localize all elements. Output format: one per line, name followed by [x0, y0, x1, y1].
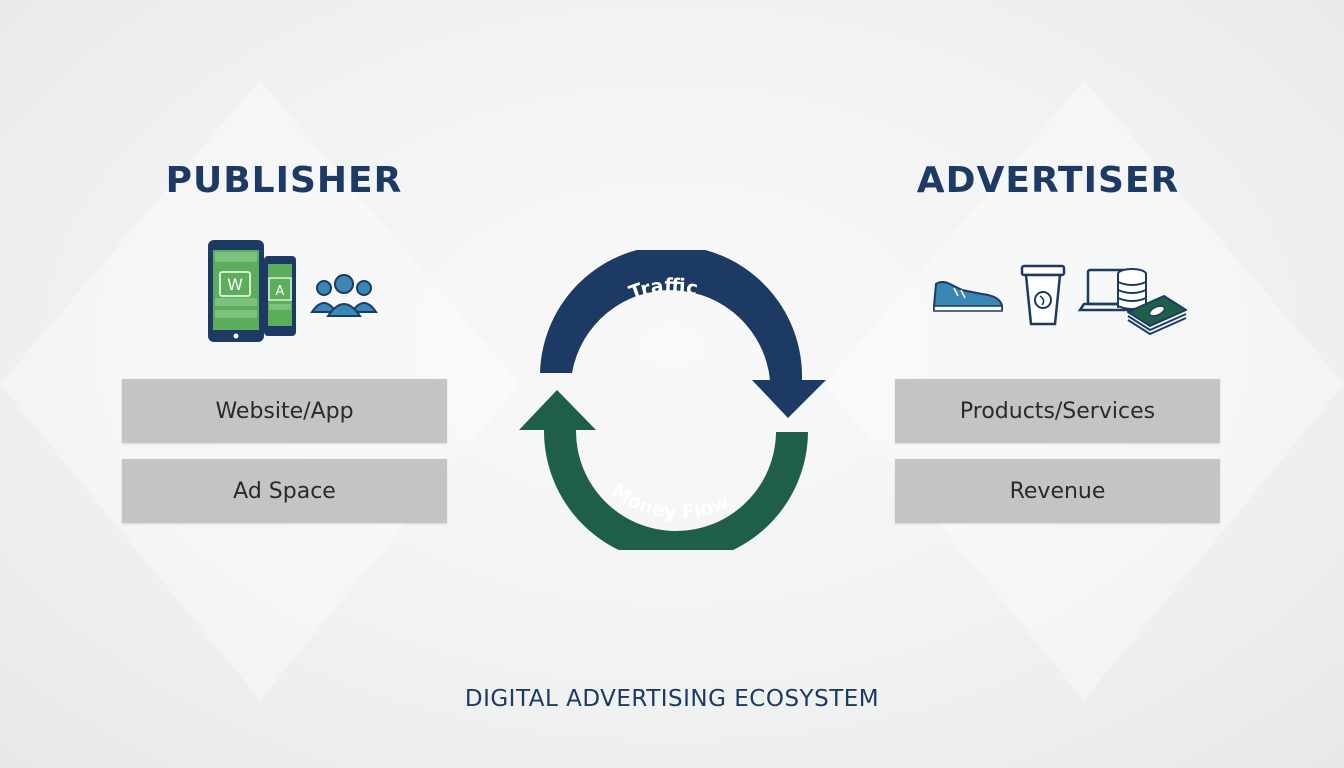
- flow-cycle: Traffic Money Flow: [519, 250, 826, 550]
- advertiser-icons: [933, 264, 1187, 335]
- coffee-cup-icon: [1020, 264, 1066, 326]
- cash-icon: [1127, 295, 1187, 335]
- publisher-box-ad-space: Ad Space: [122, 459, 447, 523]
- advertiser-box-revenue: Revenue: [895, 459, 1220, 523]
- users-icon: [310, 274, 378, 317]
- footer-caption: DIGITAL ADVERTISING ECOSYSTEM: [464, 686, 880, 712]
- publisher-title: PUBLISHER: [165, 160, 403, 201]
- tablet-icon: A: [264, 256, 296, 336]
- coins-icon: [1117, 268, 1147, 310]
- sneaker-icon: [933, 281, 1003, 312]
- tablet-letter: A: [276, 284, 285, 299]
- publisher-icons: W A: [208, 240, 378, 342]
- money-flow-label: Money Flow: [608, 480, 733, 524]
- phone-letter: W: [227, 275, 243, 294]
- advertiser-title: ADVERTISER: [916, 160, 1180, 201]
- phone-icon: W: [208, 240, 264, 342]
- money-flow-arrow: [519, 390, 808, 550]
- advertiser-box-products-services: Products/Services: [895, 379, 1220, 443]
- publisher-box-website-app: Website/App: [122, 379, 447, 443]
- traffic-arrow: [540, 250, 826, 418]
